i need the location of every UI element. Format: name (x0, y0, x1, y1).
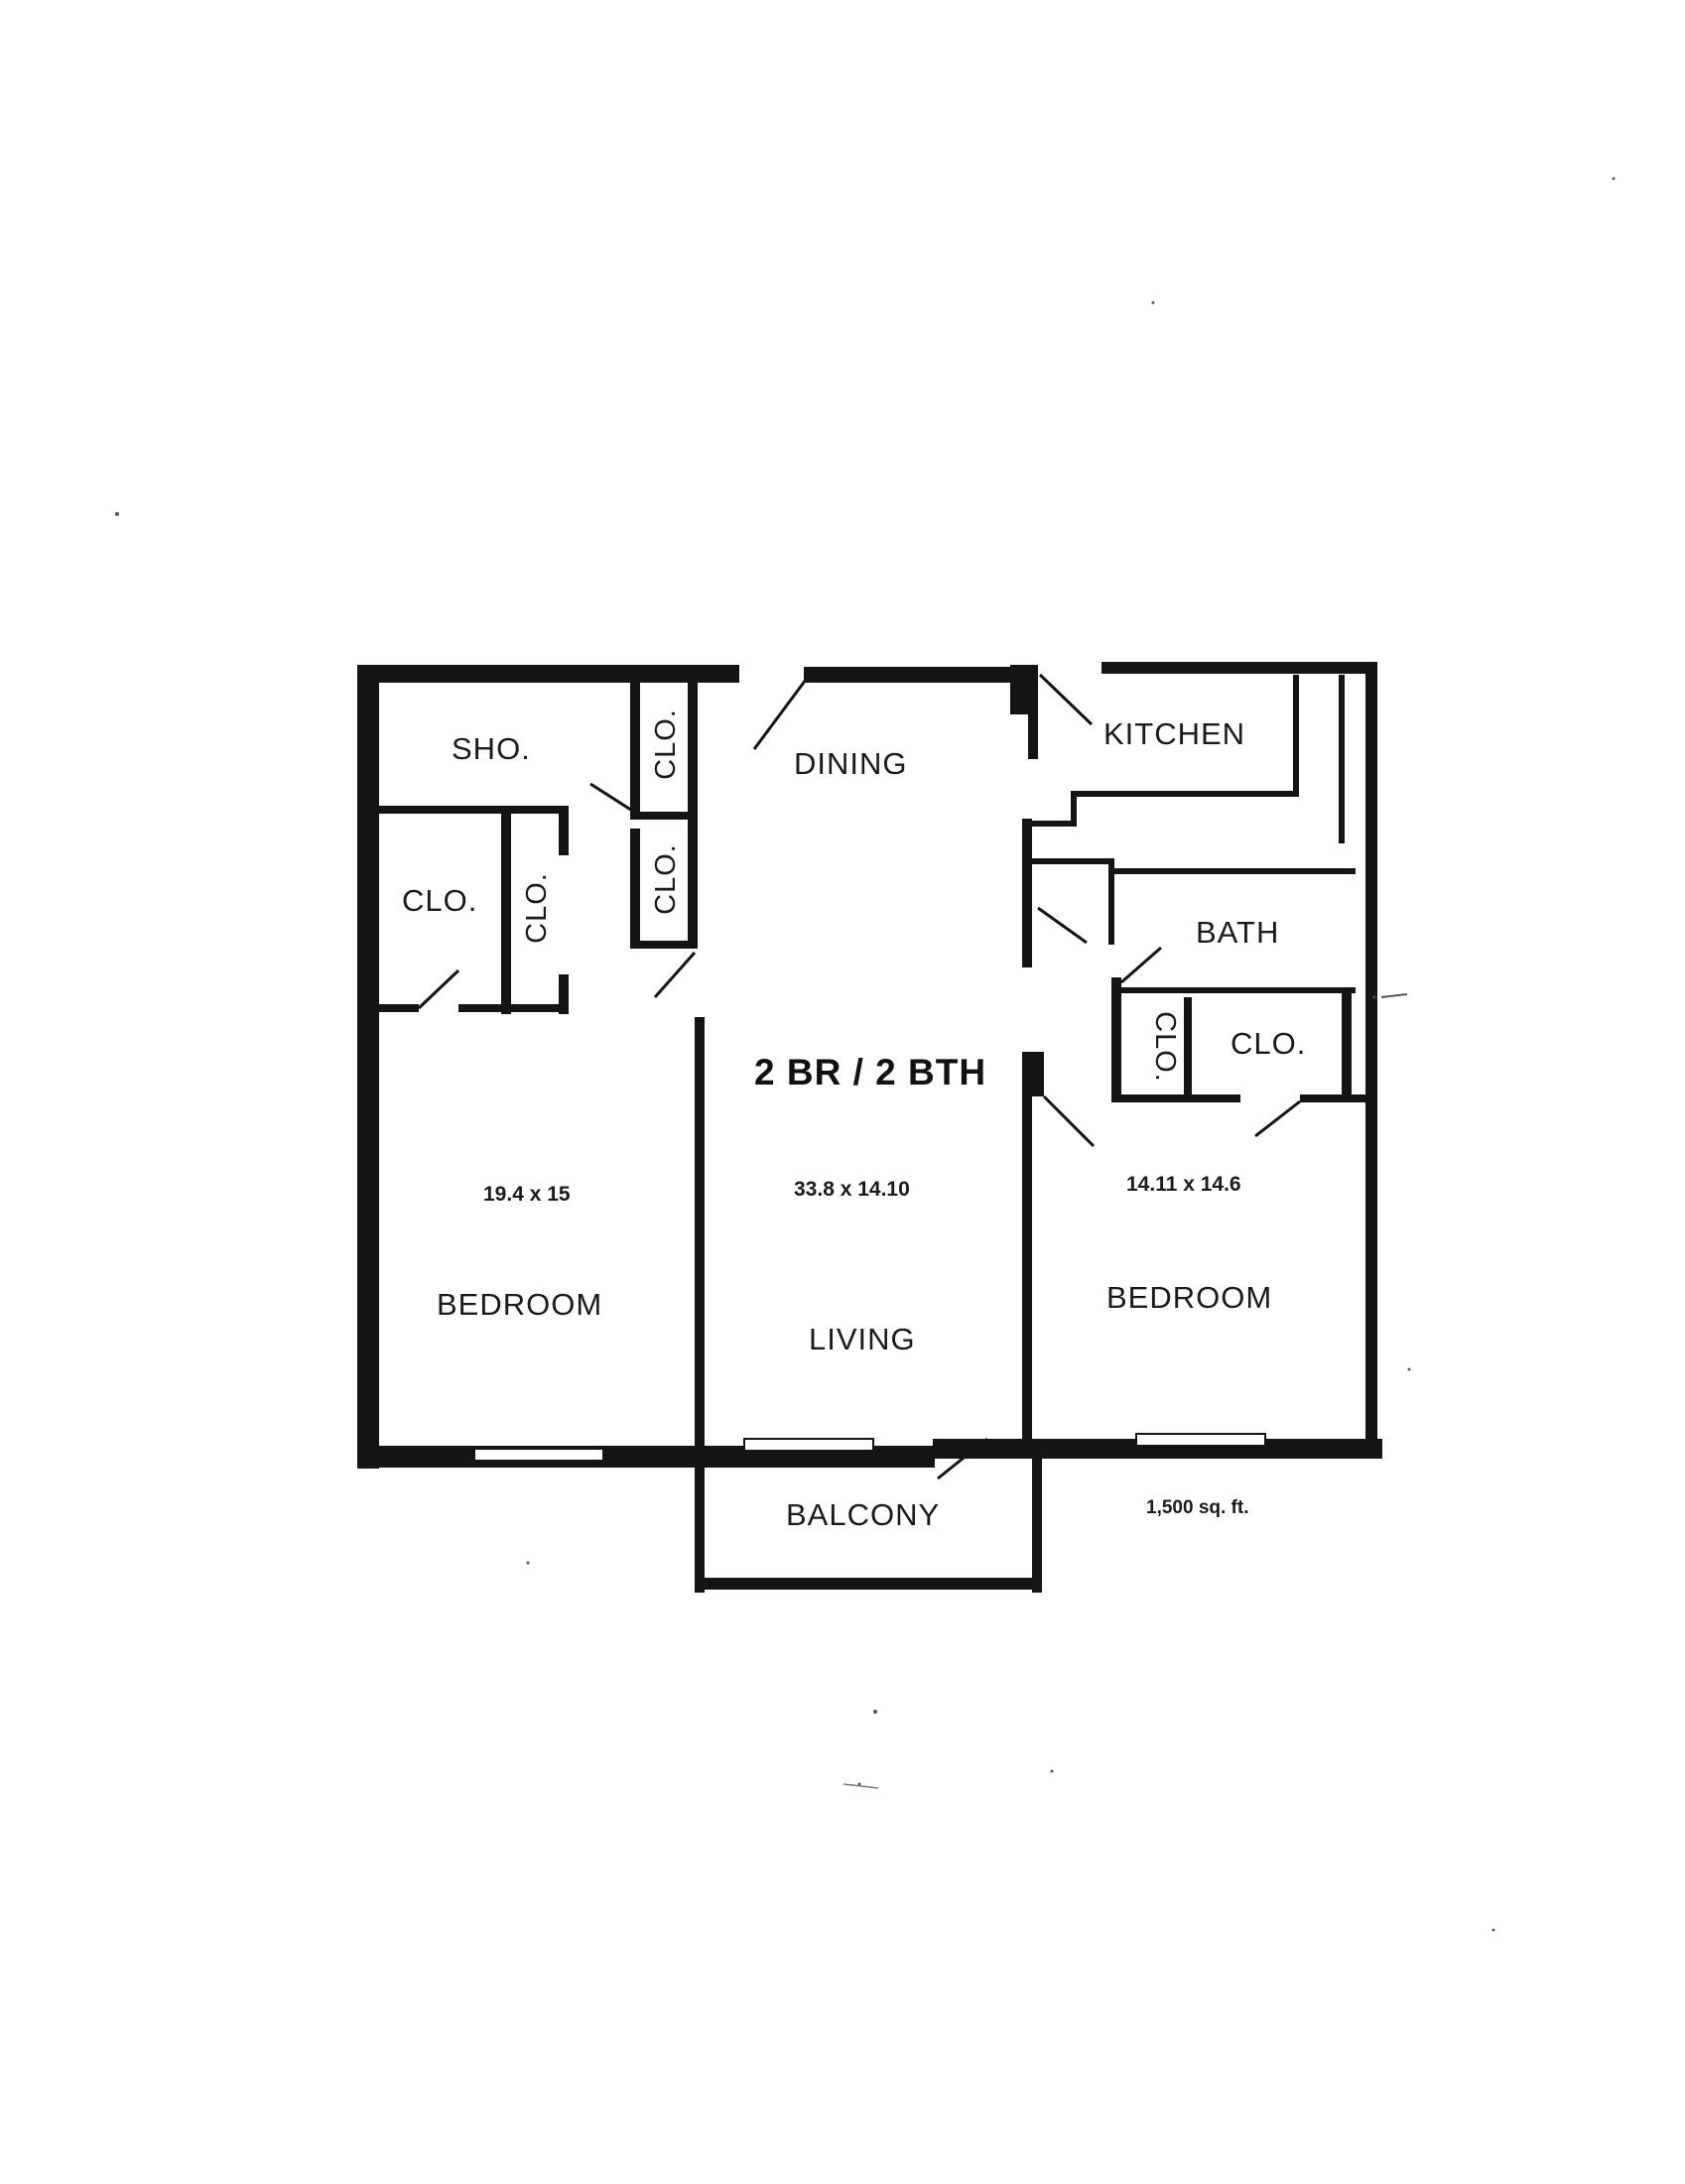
label-kitchen: KITCHEN (1103, 716, 1245, 751)
wall-top-left (357, 665, 739, 683)
speck (1612, 177, 1616, 181)
speck (115, 512, 119, 516)
label-bedroom-left: BEDROOM (437, 1287, 602, 1322)
speck (1050, 1769, 1054, 1773)
doors (417, 673, 1301, 1480)
label-closet-top-a: CLO. (650, 708, 682, 780)
wall-top-kitchen (1102, 662, 1377, 674)
door-clo-left (417, 968, 460, 1010)
wall-clo-right-left (1111, 1002, 1121, 1101)
speck (1407, 1367, 1411, 1371)
wall-clo-left-right-top (559, 806, 569, 855)
wall-clo-top-left (630, 675, 640, 814)
speck (842, 1783, 879, 1789)
door-clo-right (1254, 1099, 1301, 1138)
wall-clo-left-divider (501, 806, 511, 1014)
speck (526, 1561, 530, 1565)
door-bedroom-right (1042, 1094, 1096, 1148)
wall-clo-right-divider (1184, 997, 1192, 1096)
window-bedroom-left (473, 1448, 604, 1462)
wall-balcony-right (1032, 1439, 1042, 1593)
speck (1151, 301, 1155, 305)
door-bath-hall (1037, 906, 1088, 945)
wall-pillar-living (1022, 1052, 1044, 1096)
wall-bath-hall (1032, 858, 1114, 945)
wall-clo-left-right-bottom (559, 974, 569, 1014)
door-shower (589, 782, 638, 816)
dim-bedroom-right: 14.11 x 14.6 (1126, 1173, 1241, 1196)
wall-kitchen-stub (1028, 665, 1038, 759)
wall-balcony-door-left (933, 1439, 1002, 1459)
wall-balcony-bottom (695, 1578, 1042, 1590)
door-bath (1120, 946, 1162, 984)
speck (1380, 993, 1408, 998)
speck (1491, 1928, 1495, 1932)
scan-specks (115, 177, 1616, 1932)
wall-kitchen-step (1032, 675, 1299, 827)
wall-top-dining (804, 667, 1022, 683)
wall-bottom-right (997, 1439, 1382, 1459)
wall-clo-right-outer (1342, 992, 1352, 1101)
label-closet-right-a: CLO. (1149, 1011, 1181, 1083)
wall-hall-left (1022, 819, 1032, 967)
wall-clo-second-bottom (630, 941, 698, 949)
dim-living: 33.8 x 14.10 (794, 1178, 910, 1201)
door-dining (752, 679, 808, 750)
label-shower: SHO. (452, 731, 531, 766)
wall-right (1365, 662, 1377, 1446)
label-bedroom-right: BEDROOM (1106, 1280, 1272, 1315)
label-bath: BATH (1196, 915, 1279, 950)
wall-balcony-left (695, 1459, 705, 1593)
wall-left (357, 665, 379, 1469)
windows (473, 1433, 1266, 1462)
window-living (743, 1438, 874, 1452)
wall-clo-left-bottom-a (379, 1004, 419, 1012)
door-kitchen (1038, 673, 1094, 726)
wall-clo-left-bottom-b (458, 1004, 568, 1012)
speck (857, 1782, 861, 1786)
wall-clo-top-right (688, 675, 698, 948)
wall-clo-right-bottom-b (1300, 1094, 1369, 1102)
wall-shower-bottom (379, 806, 568, 814)
dim-bedroom-left: 19.4 x 15 (483, 1183, 571, 1206)
label-living: LIVING (809, 1322, 916, 1356)
interior-walls (379, 675, 1369, 1593)
wall-clo-second-left (630, 829, 640, 948)
total-area: 1,500 sq. ft. (1146, 1497, 1249, 1518)
outer-walls (357, 662, 1382, 1469)
label-closet-top-b: CLO. (650, 843, 682, 915)
label-closet-left-b: CLO. (521, 872, 553, 944)
plan-title: 2 BR / 2 BTH (754, 1052, 986, 1092)
label-closet-right-b: CLO. (1231, 1026, 1306, 1061)
wall-bedroom-living (695, 1017, 705, 1454)
label-dining: DINING (794, 746, 908, 781)
label-closet-left-a: CLO. (402, 883, 477, 918)
speck (873, 1710, 877, 1714)
wall-living-bedroom (1022, 1092, 1032, 1449)
labels: SHO. CLO. CLO. DINING KITCHEN CLO. CLO. … (402, 708, 1306, 1532)
wall-clo-top-divider (630, 812, 698, 820)
speck (1372, 995, 1376, 999)
door-balcony (937, 1437, 988, 1480)
wall-bath-stub (1111, 977, 1121, 1002)
door-hall (653, 952, 697, 998)
window-bedroom-right (1135, 1433, 1266, 1447)
wall-clo-right-bottom-a (1111, 1094, 1240, 1102)
label-balcony: BALCONY (786, 1497, 940, 1532)
